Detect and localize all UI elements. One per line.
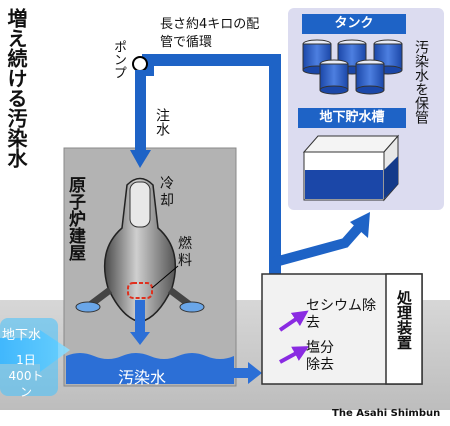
pool-to-treatment-arrowhead <box>248 362 262 384</box>
tank-label: タンク <box>302 14 406 34</box>
underground-reservoir <box>302 134 400 202</box>
injection-arrowhead <box>130 150 151 168</box>
leak-flow <box>135 300 145 334</box>
cooling-label: 冷却 <box>160 176 174 209</box>
treatment-label-box <box>385 273 423 385</box>
salt-removal: 塩分除去 <box>306 340 334 373</box>
circulation-pipe <box>142 54 281 288</box>
cesium-removal: セシウム除去 <box>306 298 376 331</box>
contaminated-water <box>66 353 234 384</box>
title: 増え続ける汚染水 <box>4 8 28 168</box>
pipe-note: 長さ約4キロの配管で循環 <box>160 17 260 50</box>
fuel-label: 燃料 <box>178 236 192 269</box>
leak-arrowhead <box>130 332 150 345</box>
reactor-vessel <box>75 177 205 323</box>
groundwater-glow <box>0 318 58 396</box>
pump <box>132 56 148 72</box>
injection-label: 注水 <box>154 108 170 136</box>
pool-to-treatment-pipe <box>234 368 250 378</box>
salt-arrow <box>279 346 310 364</box>
injection-pipe <box>135 70 146 152</box>
pipe-to-storage <box>273 222 364 267</box>
pump-label: ポンプ <box>111 40 126 79</box>
treatment-label: 処理装置 <box>395 290 413 350</box>
storage-note: 汚染水を保管 <box>413 40 429 124</box>
underground-label: 地下貯水槽 <box>298 108 406 128</box>
groundwater-rate: 1日400トン <box>8 353 44 399</box>
reactor-building-label: 原子炉建屋 <box>65 176 85 261</box>
credit: The Asahi Shimbun <box>332 408 441 419</box>
contaminated-water-label: 汚染水 <box>118 368 167 387</box>
storage-arrowhead <box>350 212 370 238</box>
fuel-leader <box>151 265 179 289</box>
tanks <box>302 39 403 95</box>
cesium-arrow <box>278 310 309 332</box>
fuel-rods <box>127 282 153 299</box>
groundwater-label: 地下水 <box>2 328 42 343</box>
